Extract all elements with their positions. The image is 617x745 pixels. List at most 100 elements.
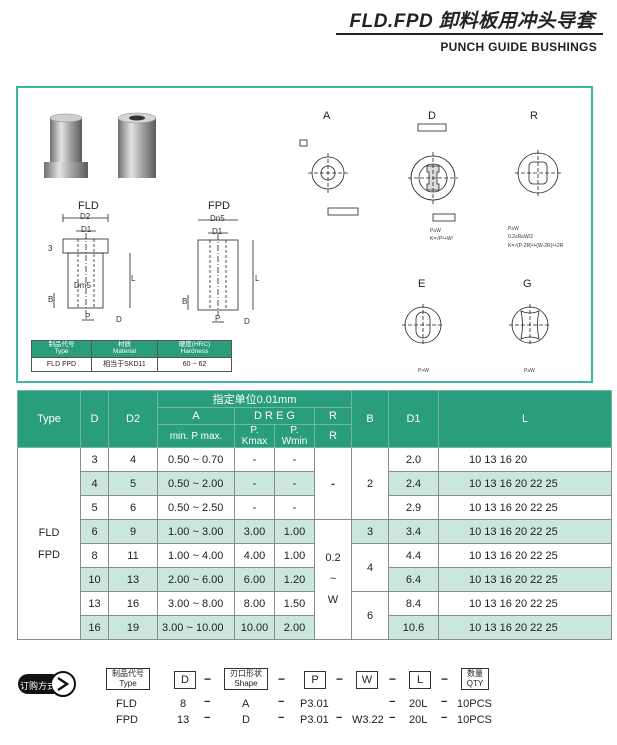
fld-label: FLD [78, 200, 99, 212]
order-dash: − [204, 672, 212, 686]
cell-pk: - [234, 495, 275, 520]
cell-l: 10 13 16 20 22 25 [438, 615, 612, 640]
page-title: FLD.FPD 卸料板用冲头导套 [349, 11, 595, 32]
view-a-label: A [323, 110, 331, 122]
fld-flange-label: 3 [48, 244, 53, 253]
view-d-label: D [428, 110, 436, 122]
view-g [509, 304, 551, 346]
ex1-d: 8 [180, 698, 187, 710]
ex1-dash: − [204, 696, 211, 708]
cell-d2: 4 [108, 447, 158, 472]
order-l-box: L [409, 671, 431, 689]
cell-d1: 3.4 [388, 519, 439, 544]
cell-pw: - [274, 495, 315, 520]
ex2-type: FPD [116, 714, 138, 726]
col-d2: D2 [108, 390, 158, 448]
fpd-d1-label: D1 [212, 227, 223, 236]
cell-r-group-1: - [314, 447, 352, 520]
cell-d: 10 [80, 567, 109, 592]
cell-b: 4 [351, 543, 389, 592]
cell-pk: 6.00 [234, 567, 275, 592]
fld-photo [44, 113, 88, 178]
order-dash: − [441, 672, 449, 686]
order-dash: − [389, 672, 397, 686]
table-row: 6 9 1.00 ~ 3.00 3.00 1.00 0.2~W 3 3.4 10… [18, 519, 612, 640]
cell-b: 6 [351, 591, 389, 640]
order-badge-icon [18, 671, 76, 697]
cell-d1: 10.6 [388, 615, 439, 640]
fpd-b-label: B [182, 297, 188, 306]
view-e [402, 304, 444, 346]
cell-r-group-2: 0.2~W [314, 519, 352, 640]
fpd-dn5-label: Dn5 [210, 214, 225, 223]
cell-d: 3 [80, 447, 109, 472]
sub-pk: P. Kmax [234, 424, 275, 448]
cell-l: 10 13 16 20 22 25 [438, 567, 612, 592]
cell-pk: - [234, 471, 275, 496]
order-p-box: P [304, 671, 326, 689]
cell-l: 10 13 16 20 22 25 [438, 471, 612, 496]
ex2-qty: 10PCS [457, 714, 492, 726]
cell-pw: 1.00 [274, 543, 315, 568]
cell-l: 10 13 16 20 22 25 [438, 519, 612, 544]
order-w-box: W [356, 671, 378, 689]
cell-b: 3 [351, 519, 389, 544]
cell-d2: 11 [108, 543, 158, 568]
ex1-p: P3.01 [300, 698, 329, 710]
view-e-label: E [418, 278, 426, 290]
cell-pk: 4.00 [234, 543, 275, 568]
ex2-l: 20L [409, 714, 428, 726]
cell-a: 0.50 ~ 2.50 [157, 495, 235, 520]
ex1-dash: − [278, 696, 285, 708]
fld-chamfer-label: D [116, 315, 122, 324]
view-r [515, 150, 561, 196]
fld-d2-label: D2 [80, 212, 91, 221]
fld-l-label: L [131, 274, 136, 283]
col-d: D [80, 390, 109, 448]
cell-d1: 2.0 [388, 447, 439, 472]
ex1-qty: 10PCS [457, 698, 492, 710]
ex1-dash: − [441, 696, 448, 708]
order-dash: − [278, 672, 286, 686]
col-l: L [438, 390, 612, 448]
fld-p-label: P [85, 312, 91, 321]
cell-pw: 1.20 [274, 567, 315, 592]
cell-d: 6 [80, 519, 109, 544]
cell-l: 10 13 16 20 22 25 [438, 495, 612, 520]
cell-d1: 6.4 [388, 567, 439, 592]
cell-a: 0.50 ~ 2.00 [157, 471, 235, 496]
cell-l: 10 13 16 20 22 25 [438, 591, 612, 616]
ex1-type: FLD [116, 698, 137, 710]
cell-pw: - [274, 447, 315, 472]
cell-a: 2.00 ~ 6.00 [157, 567, 235, 592]
cell-a: 1.00 ~ 3.00 [157, 519, 235, 544]
cell-pk: 3.00 [234, 519, 275, 544]
cell-d: 5 [80, 495, 109, 520]
view-r-note-1: P≥W [508, 226, 519, 232]
table-row: 16 19 3.00 ~ 10.00 10.00 2.00 10.6 10 13… [18, 615, 612, 640]
cell-a: 0.50 ~ 0.70 [157, 447, 235, 472]
fld-b-label: B [48, 295, 54, 304]
title-underline [336, 33, 603, 35]
cell-d: 8 [80, 543, 109, 568]
fpd-label: FPD [208, 200, 230, 212]
ex2-dash: − [278, 712, 285, 724]
cell-l: 10 13 16 20 [438, 447, 612, 472]
col-r: R [314, 407, 352, 425]
spec-table: Type D D2 指定单位0.01mm B D1 L A D R E G R … [17, 390, 612, 640]
view-e-note: P>W [418, 368, 429, 374]
ex1-shape: A [242, 698, 250, 710]
cell-d: 4 [80, 471, 109, 496]
drawing-panel: FLD FPD D2 D1 Dn5 D1 Dm5 L L B B 3 P P D… [16, 86, 593, 383]
cell-d2: 9 [108, 519, 158, 544]
view-d-note-2: K=√P²+W² [430, 236, 454, 242]
cell-a: 3.00 ~ 10.00 [157, 615, 235, 640]
mat-cell-material: 相当于SKD11 [91, 356, 158, 372]
order-badge-label: 订购方式 [20, 681, 57, 691]
fpd-photo [117, 112, 157, 178]
fpd-p-label: P [215, 314, 221, 323]
